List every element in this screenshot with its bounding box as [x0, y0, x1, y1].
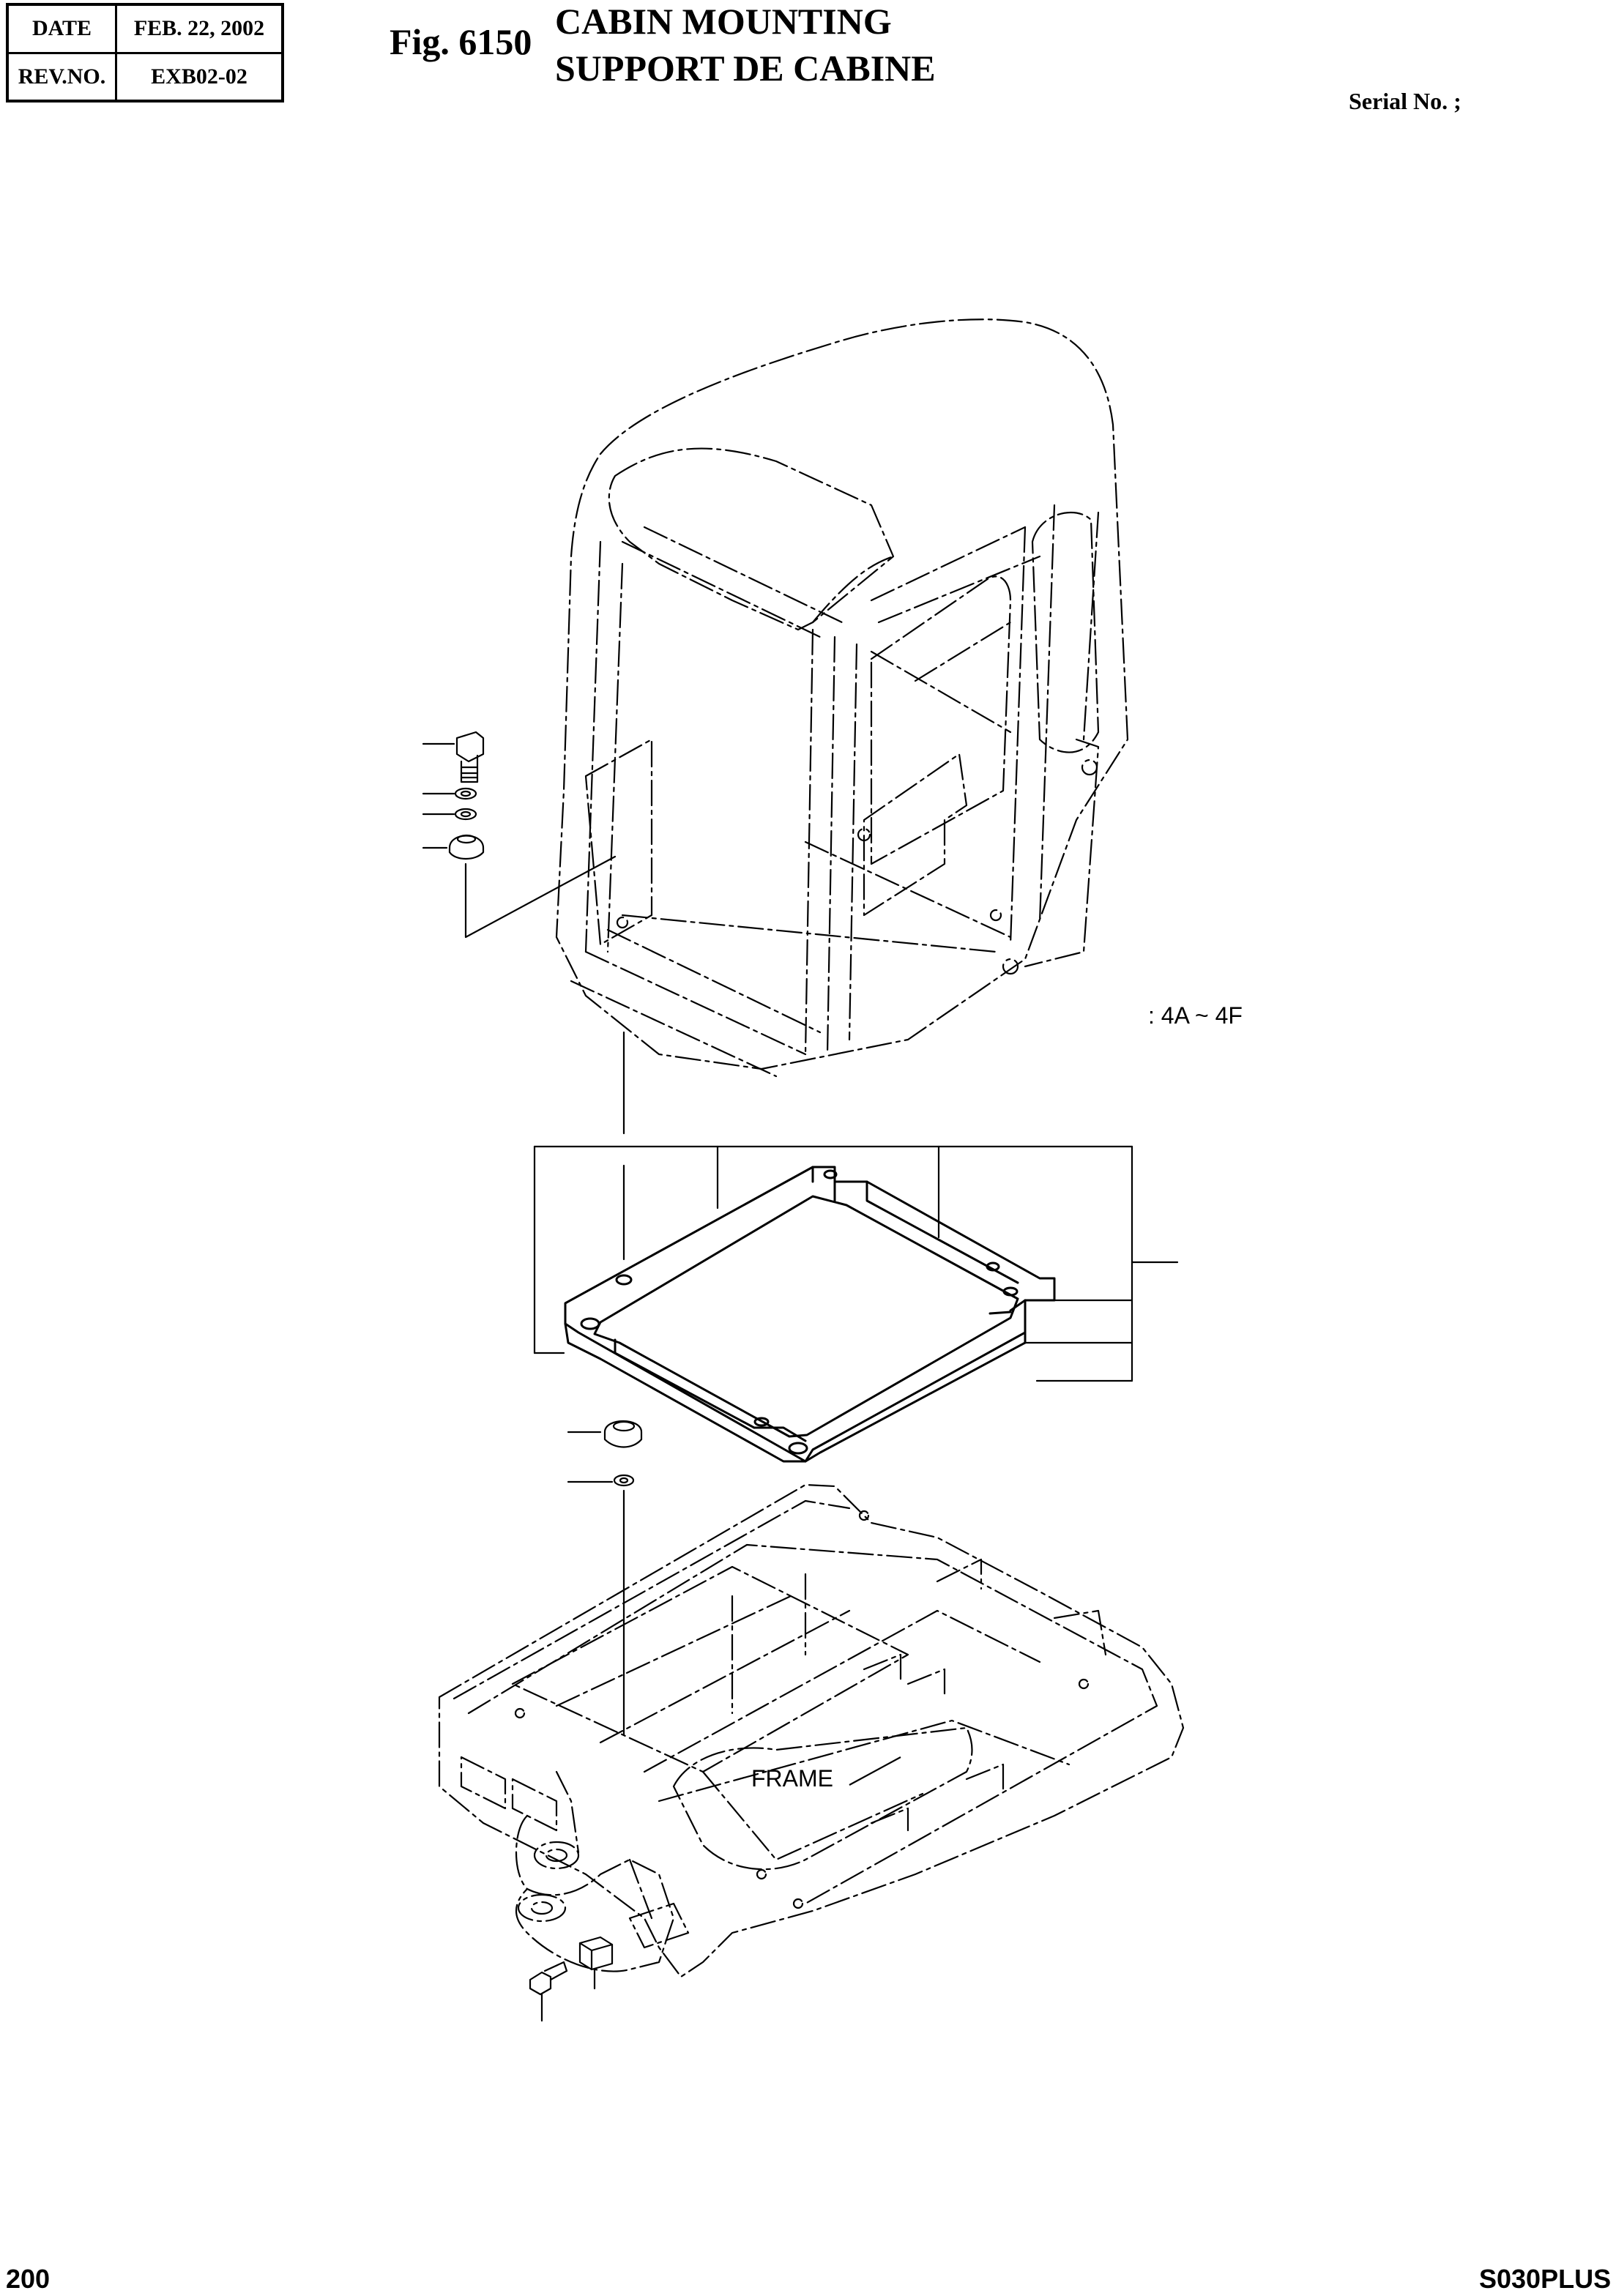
- date-value: FEB. 22, 2002: [115, 3, 284, 54]
- frame-label-group: FRAME: [751, 1756, 901, 1792]
- rev-label: REV.NO.: [6, 51, 117, 102]
- serial-number-label: Serial No. ;: [1349, 88, 1462, 114]
- callout-range-label: : 4A ~ 4F: [1148, 1002, 1243, 1029]
- lower-hardware-stack: [567, 1420, 643, 1737]
- figure-number: Fig. 6150: [390, 21, 532, 62]
- upper-frame-phantom: [438, 1483, 1185, 1978]
- page-number: 200: [6, 2264, 51, 2294]
- callout-bracket: [533, 1145, 1179, 1382]
- cabin-mounting-subframe: [564, 1166, 1056, 1463]
- rev-value: EXB02-02: [115, 51, 284, 102]
- upper-hardware-stack: [422, 731, 617, 939]
- frame-label: FRAME: [751, 1765, 833, 1792]
- date-label: DATE: [6, 3, 117, 54]
- figure-title-english: CABIN MOUNTING: [555, 1, 892, 42]
- figure-title-french: SUPPORT DE CABINE: [555, 48, 936, 89]
- revision-table: DATE FEB. 22, 2002 REV.NO. EXB02-02: [6, 3, 284, 102]
- cabin-phantom-outline: [555, 318, 1129, 1078]
- bottom-hardware: [529, 1936, 614, 2022]
- model-name: S030PLUS: [1479, 2264, 1612, 2294]
